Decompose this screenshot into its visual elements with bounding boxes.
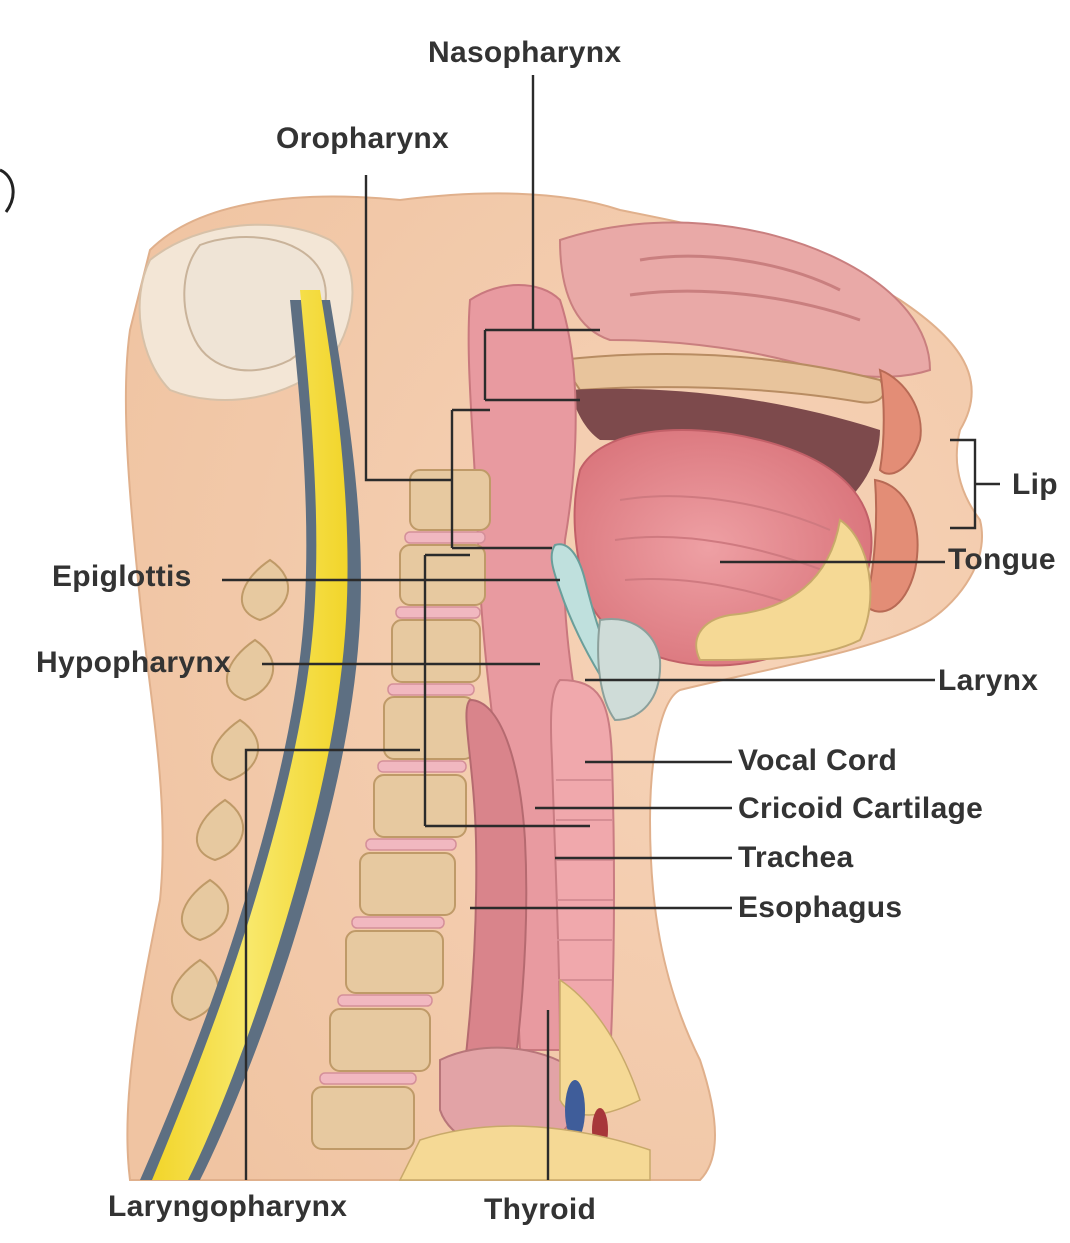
label-lip: Lip bbox=[1012, 470, 1058, 500]
corner-mark bbox=[0, 170, 13, 212]
label-thyroid: Thyroid bbox=[484, 1195, 596, 1225]
label-larynx: Larynx bbox=[938, 666, 1038, 696]
label-vocal-cord: Vocal Cord bbox=[738, 746, 897, 776]
label-trachea: Trachea bbox=[738, 843, 854, 873]
label-oropharynx: Oropharynx bbox=[276, 124, 449, 154]
label-epiglottis: Epiglottis bbox=[52, 562, 192, 592]
label-tongue: Tongue bbox=[948, 545, 1056, 575]
label-cricoid-cartilage: Cricoid Cartilage bbox=[738, 794, 983, 824]
label-nasopharynx: Nasopharynx bbox=[428, 38, 621, 68]
label-esophagus: Esophagus bbox=[738, 893, 902, 923]
label-laryngopharynx: Laryngopharynx bbox=[108, 1192, 347, 1222]
label-hypopharynx: Hypopharynx bbox=[36, 648, 231, 678]
